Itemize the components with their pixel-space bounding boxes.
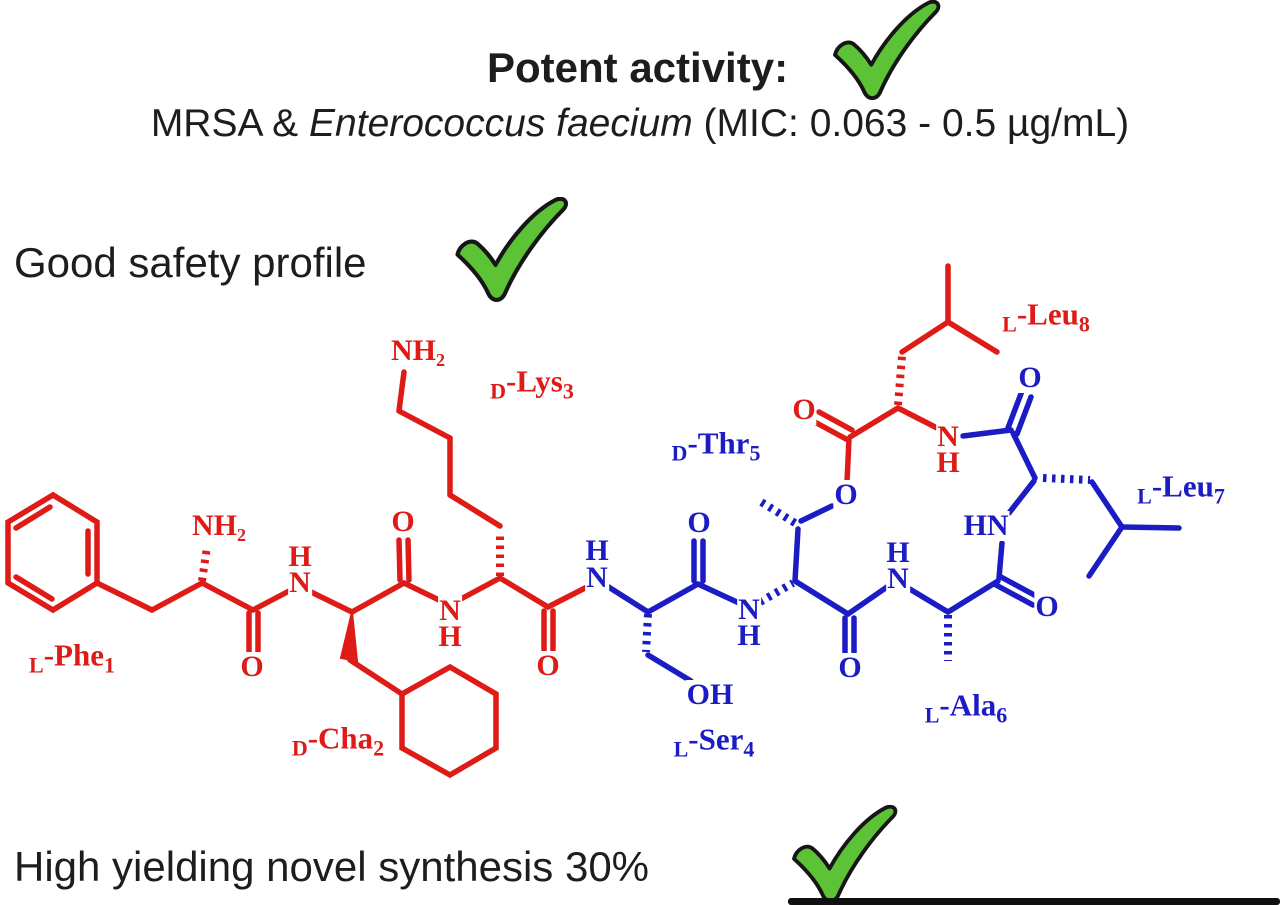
checkmark-icon-potent-activity (833, 0, 941, 101)
subtitle-prefix: MRSA & (150, 102, 310, 145)
leu8-group (810, 263, 1000, 485)
atom-label-o: O (239, 650, 265, 683)
checkmark-icon-safety (455, 197, 568, 302)
atom-label-n: N (737, 593, 761, 626)
atom-label-o: O (837, 651, 863, 684)
atom-label-o: O (1034, 590, 1060, 623)
residue-label-leu7: L-Leu7 (1137, 468, 1225, 509)
phe1-backbone (94, 546, 294, 655)
atom-label-n: N (438, 594, 462, 627)
residue-label-cha2: D-Cha2 (291, 720, 385, 761)
subtitle-species: Enterococcus faecium (309, 102, 704, 145)
cha2-group (306, 537, 499, 779)
residue-label-phe1: L-Phe1 (29, 637, 115, 678)
residue-label-leu8: L-Leu8 (1002, 296, 1090, 337)
claim-synthesis: High yielding novel synthesis 30% (14, 843, 650, 890)
claim-safety: Good safety profile (14, 239, 367, 286)
subtitle-mic: (MIC: 0.063 - 0.5 µg/mL) (703, 102, 1130, 145)
atom-label-nh₂: NH₂ (390, 334, 446, 367)
page-title: Potent activity: (487, 44, 789, 91)
atom-label-h: H (736, 619, 762, 652)
atom-label-h: H (287, 540, 313, 573)
residue-label-ser4: L-Ser4 (673, 721, 755, 762)
atom-label-n: N (585, 561, 609, 594)
residue-label-ala6: L-Ala6 (924, 687, 1008, 728)
thr5-group (755, 496, 890, 656)
atom-label-h: H (437, 620, 463, 653)
atom-label-n: N (936, 420, 960, 453)
atom-label-n: N (886, 562, 910, 595)
atom-label-o: O (791, 393, 817, 426)
atom-label-o: O (833, 478, 859, 511)
atom-label-n: N (288, 566, 312, 599)
atom-label-nh₂: NH₂ (191, 509, 247, 542)
atom-label-o: O (390, 505, 416, 538)
ser4-group (604, 538, 742, 684)
lys3-group (396, 369, 590, 653)
atom-label-h: H (584, 534, 610, 567)
cyclohexyl-ring (399, 663, 499, 779)
atom-label-hn: HN (962, 509, 1010, 542)
atom-label-o: O (686, 506, 712, 539)
bottom-edge-bar (788, 898, 1280, 905)
residue-label-thr5: D-Thr5 (671, 425, 761, 466)
residue-label-lys3: D-Lys3 (490, 363, 574, 404)
subtitle: MRSA & Enterococcus faecium (MIC: 0.063 … (0, 102, 1280, 146)
ala6-group (905, 540, 1041, 661)
atom-label-h: H (885, 536, 911, 569)
atom-label-o: O (1017, 361, 1043, 394)
atom-label-oh: OH (685, 678, 735, 711)
atom-label-o: O (535, 649, 561, 682)
leu7-group (960, 388, 1182, 579)
phenyl-ring (5, 491, 100, 614)
atom-label-h: H (935, 446, 961, 479)
